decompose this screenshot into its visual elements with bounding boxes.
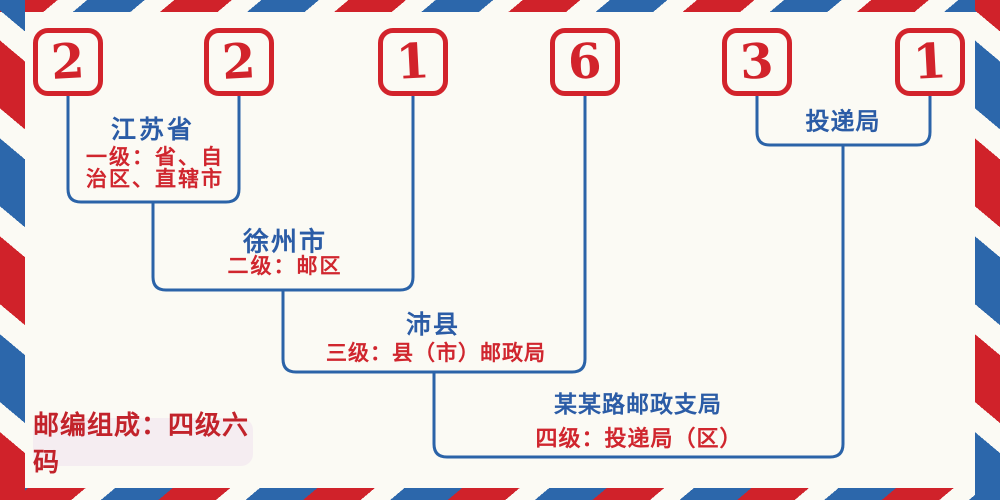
level3-region-label: 沛县 xyxy=(405,310,461,339)
postal-digit-2: 2 xyxy=(220,33,258,91)
level1-desc-label: 一级：省、自 治区、直辖市 xyxy=(86,146,224,190)
postal-code-composition-badge: 邮编组成：四级六码 xyxy=(33,411,253,478)
postal-digit-4: 6 xyxy=(566,33,604,91)
postal-digit-box-1: 2 xyxy=(33,28,103,96)
postal-digit-box-2: 2 xyxy=(204,28,274,96)
level1-region-label: 江苏省 xyxy=(110,115,196,144)
postal-digit-box-3: 1 xyxy=(378,28,448,96)
bracket-level4-connector xyxy=(432,145,845,459)
postal-digit-5: 3 xyxy=(738,33,776,91)
delivery-office-label: 投递局 xyxy=(805,106,881,136)
postal-digit-box-6: 1 xyxy=(895,28,965,96)
level2-desc-label: 二级：邮区 xyxy=(227,253,343,278)
level4-desc-label: 四级：投递局（区） xyxy=(535,426,743,452)
bracket-delivery-connector xyxy=(755,95,932,147)
postal-digit-3: 1 xyxy=(394,33,432,91)
level4-region-label: 某某路邮政支局 xyxy=(554,391,722,418)
level3-desc-label: 三级：县（市）邮政局 xyxy=(326,340,546,365)
level1-desc-line2: 治区、直辖市 xyxy=(86,166,224,191)
composition-note-text: 邮编组成：四级六码 xyxy=(33,411,250,478)
level2-region-label: 徐州市 xyxy=(242,227,328,258)
postal-digit-box-4: 6 xyxy=(550,28,620,96)
level1-desc-line1: 一级：省、自 xyxy=(86,144,224,169)
postal-digit-1: 2 xyxy=(49,33,87,91)
postal-digit-box-5: 3 xyxy=(722,28,792,96)
postal-digit-6: 1 xyxy=(911,33,949,91)
